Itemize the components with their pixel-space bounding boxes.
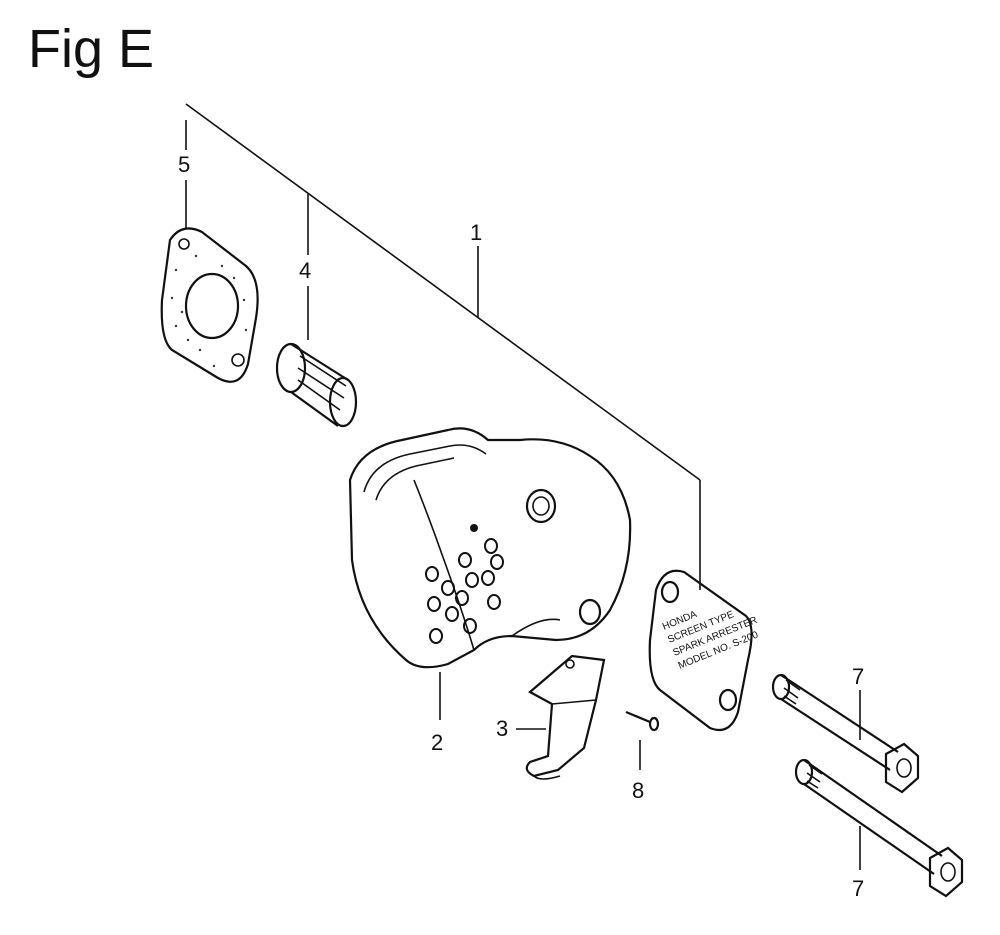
protector-bracket <box>516 654 606 780</box>
spark-arrester-plate: HONDA SCREEN TYPE SPARK ARRESTER MODEL N… <box>648 569 760 732</box>
callout-collar: 4 <box>299 258 311 283</box>
bolt-upper <box>771 673 920 794</box>
bolt-lower <box>794 758 964 898</box>
figure-title: Fig E <box>28 19 155 79</box>
assembly-leader-lines <box>185 103 701 590</box>
callout-bolt-lower: 7 <box>852 876 864 901</box>
muffler <box>348 427 632 720</box>
callout-muffler-assembly: 1 <box>470 220 482 245</box>
gasket <box>160 180 259 383</box>
collar <box>275 286 358 428</box>
screw <box>625 710 660 770</box>
callout-gasket: 5 <box>178 152 190 177</box>
callout-protector-bracket: 3 <box>496 716 508 741</box>
callout-muffler: 2 <box>431 730 443 755</box>
callout-screw: 8 <box>632 778 644 803</box>
callout-bolt-upper: 7 <box>852 664 864 689</box>
